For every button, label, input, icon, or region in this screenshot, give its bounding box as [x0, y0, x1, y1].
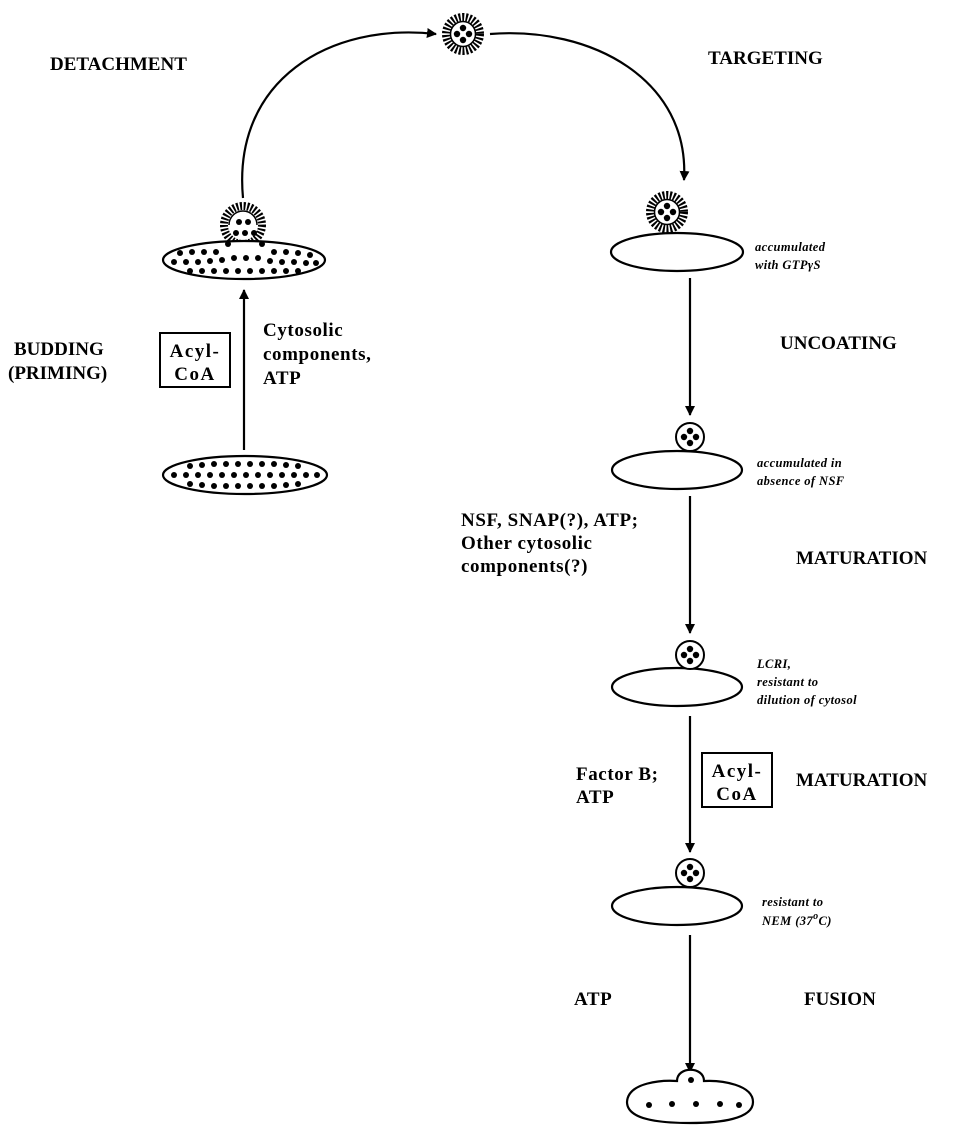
note-gtp-line2: with GTPγS — [755, 258, 821, 272]
acyl-coa-label-line2: CoA — [174, 364, 215, 385]
fused-membrane — [625, 1068, 755, 1125]
note-gtp-line1: accumulated — [755, 240, 826, 254]
maturation1-condition-line3: components(?) — [461, 556, 588, 577]
note-nsf-line2: absence of NSF — [757, 474, 845, 488]
donor-membrane-initial — [161, 454, 329, 496]
note-nem-line2: NEM (37oC) — [761, 911, 832, 928]
maturation2-condition-line1: Factor B; — [576, 764, 659, 785]
budding-condition-line3: ATP — [263, 368, 301, 389]
label-maturation-2: MATURATION — [796, 770, 928, 791]
acyl-coa-label-line1: Acyl- — [712, 761, 763, 782]
target-membrane-nem-resistant — [610, 858, 744, 927]
note-lcri-line2: resistant to — [757, 675, 818, 689]
donor-membrane-budding — [161, 202, 327, 281]
acyl-coa-box-maturation: Acyl- CoA — [701, 752, 773, 808]
note-lcri-line3: dilution of cytosol — [757, 693, 857, 707]
label-detachment: DETACHMENT — [50, 54, 187, 75]
label-priming: (PRIMING) — [8, 363, 107, 384]
acyl-coa-label-line2: CoA — [716, 784, 757, 805]
label-targeting: TARGETING — [708, 48, 823, 69]
arc-arrow-to-free-vesicle — [241, 28, 437, 199]
acyl-coa-label-line1: Acyl- — [170, 341, 221, 362]
note-lcri-line1: LCRI, — [756, 657, 791, 671]
note-nem-line1: resistant to — [762, 895, 823, 909]
note-nsf-line1: accumulated in — [757, 456, 842, 470]
maturation1-condition-line2: Other cytosolic — [461, 533, 593, 554]
free-coated-vesicle — [442, 13, 484, 55]
maturation2-condition-line2: ATP — [576, 787, 614, 808]
acyl-coa-box-budding: Acyl- CoA — [159, 332, 231, 388]
label-fusion: FUSION — [804, 989, 876, 1010]
maturation1-condition-line1: NSF, SNAP(?), ATP; — [461, 510, 639, 531]
budding-condition-line2: components, — [263, 344, 371, 365]
target-membrane-docked-vesicle — [610, 422, 744, 491]
arc-arrow-to-target-membrane — [489, 32, 690, 181]
target-membrane-lcri — [610, 640, 744, 708]
budding-condition-line1: Cytosolic — [263, 320, 343, 341]
fusion-condition: ATP — [574, 989, 612, 1010]
label-budding: BUDDING — [14, 339, 104, 360]
target-membrane-coated-vesicle — [609, 191, 745, 273]
label-maturation-1: MATURATION — [796, 548, 928, 569]
label-uncoating: UNCOATING — [780, 333, 897, 354]
